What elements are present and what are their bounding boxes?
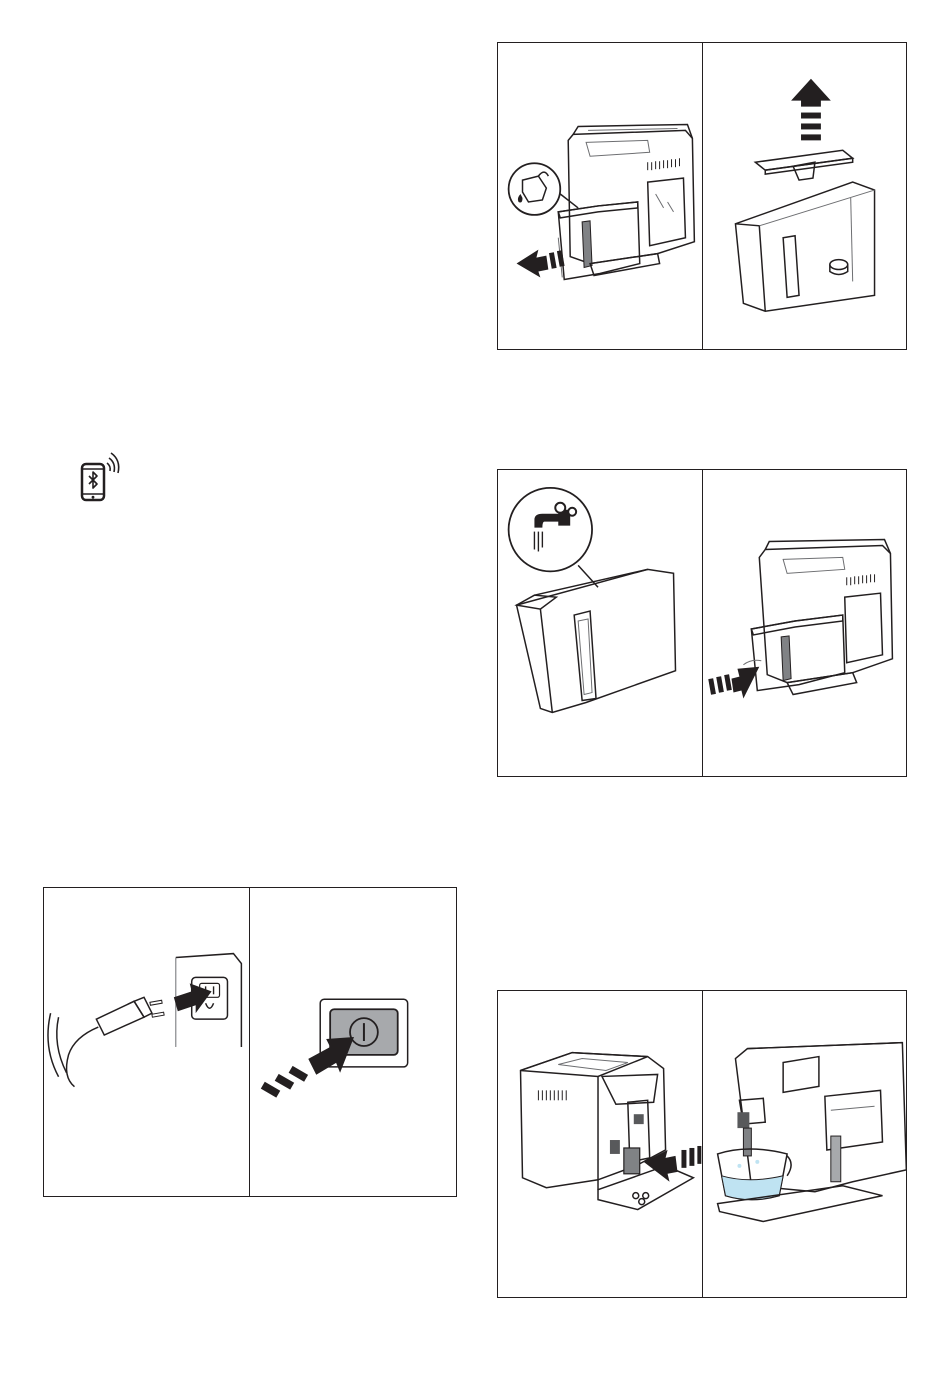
panel-pull-out-water-tank: [498, 43, 702, 349]
panel-plug-into-outlet: [44, 888, 249, 1196]
bluetooth-smartphone-icon: [74, 450, 124, 506]
panel-reinsert-water-tank: [703, 470, 907, 776]
figure-remove-water-tank: [497, 42, 907, 350]
figure-hot-water-spout: [497, 990, 907, 1298]
figure-connect-and-power: [43, 887, 457, 1197]
panel-fill-tank-from-tap: [498, 470, 702, 776]
water-tap-icon: [509, 488, 598, 587]
pour-out-jug-icon: [509, 163, 579, 215]
panel-press-power-button: [250, 888, 457, 1196]
panel-lift-off-tank-lid: [703, 43, 907, 349]
panel-place-container-under-spout: [703, 991, 907, 1297]
figure-fill-water-tank: [497, 469, 907, 777]
panel-attach-hot-water-spout: [498, 991, 702, 1297]
